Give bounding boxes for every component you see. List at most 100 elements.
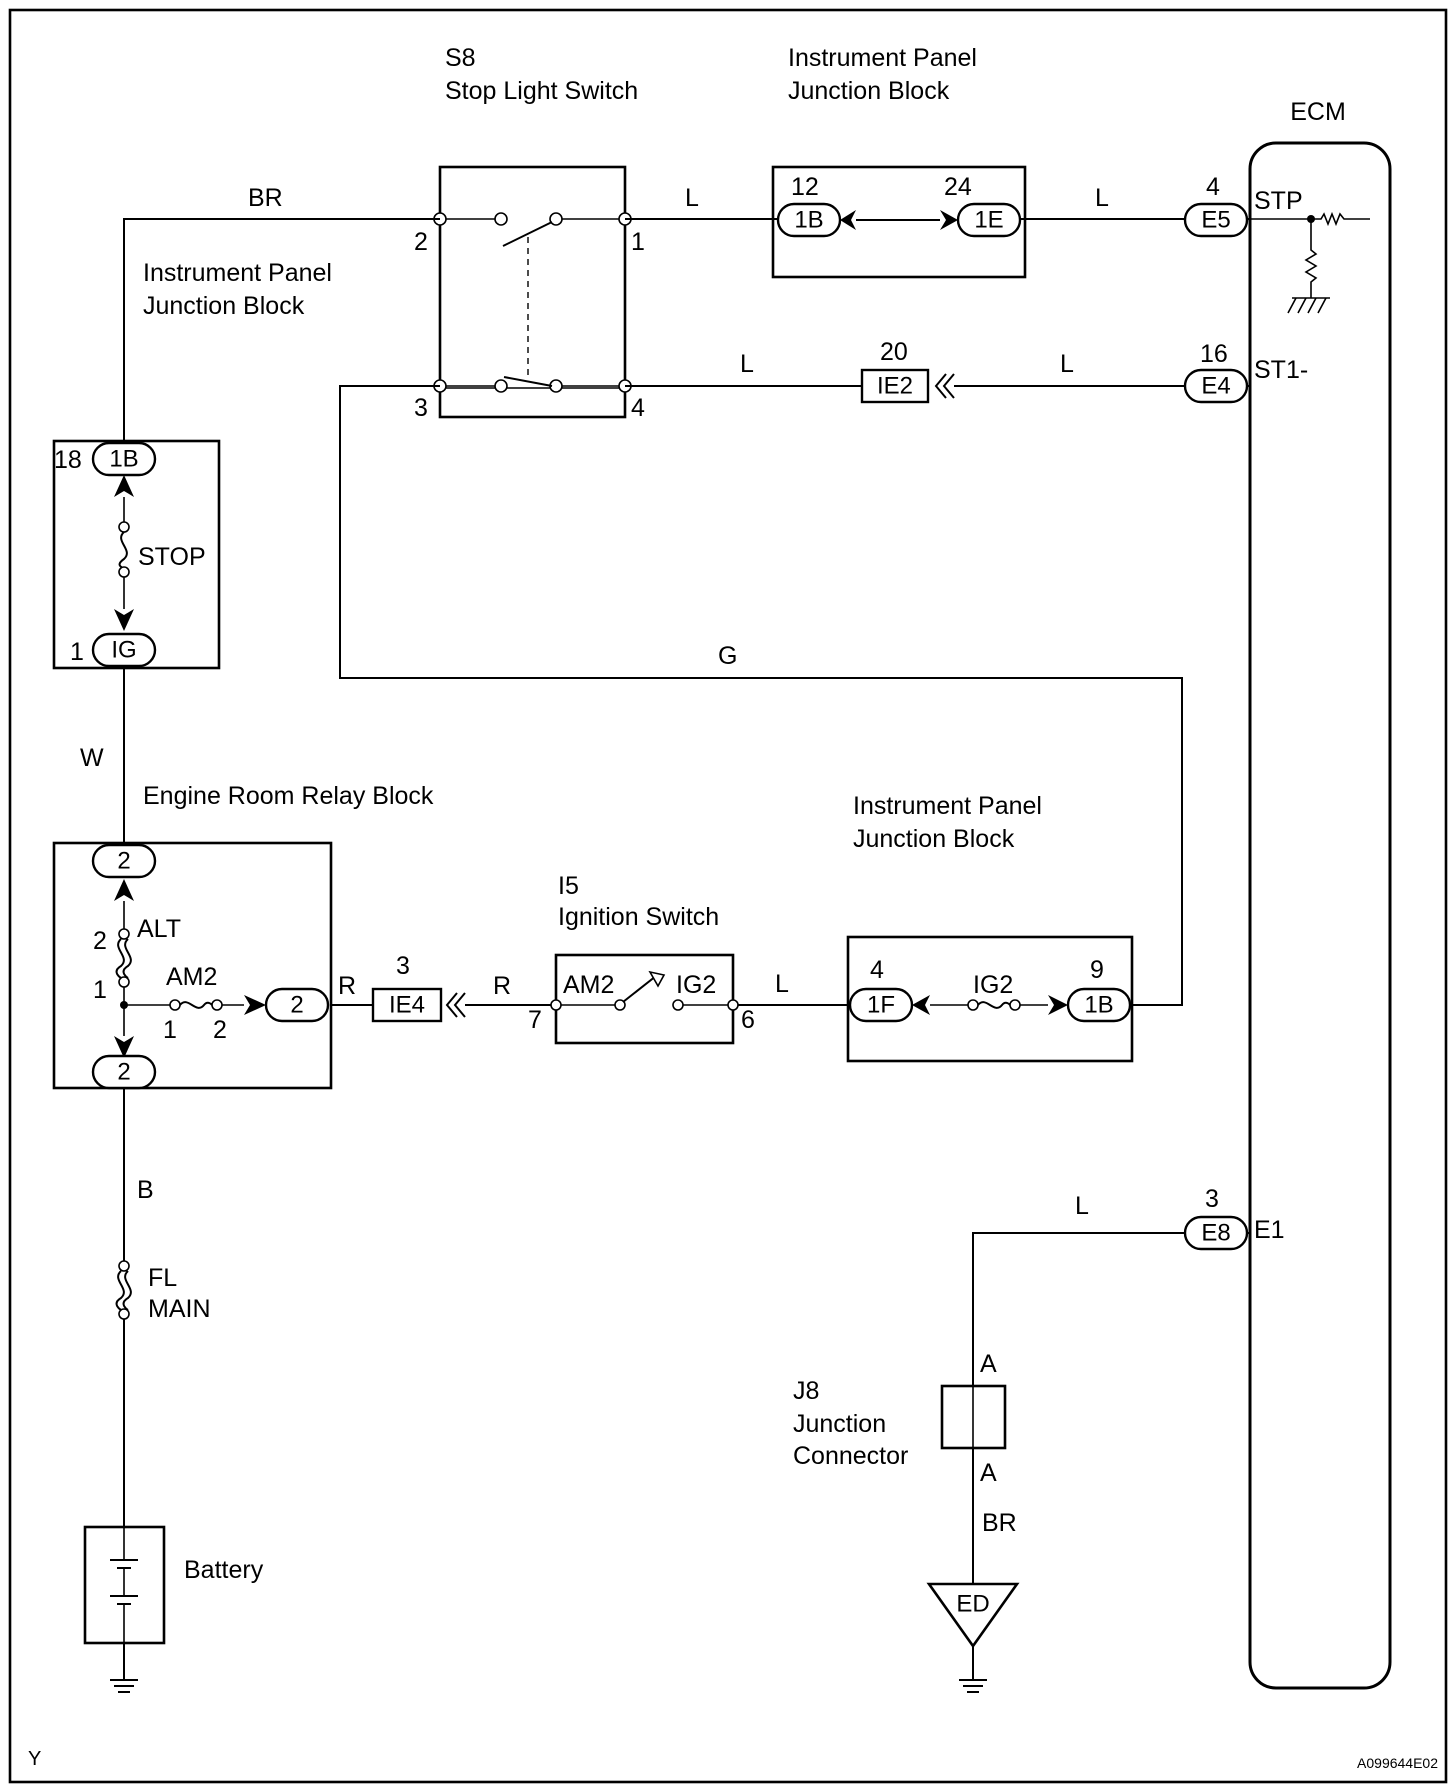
- connector-arrow: [1048, 995, 1068, 1015]
- stop-switch-name: Stop Light Switch: [445, 77, 638, 105]
- ipjb-bottom-line1: Instrument Panel: [853, 792, 1042, 820]
- figure-code: A099644E02: [1357, 1755, 1438, 1771]
- fuse-ig2-label: IG2: [973, 971, 1013, 999]
- wire-color-l-ie2-ecm: L: [1060, 350, 1074, 378]
- ipjb-bottom-line2: Junction Block: [853, 825, 1015, 853]
- ecm-body: [1248, 141, 1392, 1690]
- connector-arrow: [114, 1036, 134, 1058]
- connector-arrow: [114, 475, 134, 497]
- ecm-terminal-st1: ST1-: [1254, 356, 1308, 384]
- ipjb-left: Instrument Panel Junction Block 1B 18 ST…: [52, 259, 332, 670]
- plug-chevron: [934, 373, 947, 399]
- ipjb-bottom-pin-4: 4: [870, 956, 884, 984]
- ignition-pin-7: 7: [528, 1006, 542, 1034]
- wire-color-b: B: [137, 1176, 154, 1204]
- ignition-name: Ignition Switch: [558, 903, 719, 931]
- stop-switch-pin-2: 2: [414, 228, 428, 256]
- connector-arrow: [840, 210, 856, 230]
- ipjb-left-body: [52, 439, 221, 670]
- wire-br-top: [123, 218, 440, 441]
- ignition-terminal-am2: AM2: [563, 971, 614, 999]
- ipjb-top: Instrument Panel Junction Block 1B 1E 12…: [771, 44, 1027, 279]
- am2-pin-1: 1: [163, 1016, 177, 1044]
- svg-text:E8: E8: [1201, 1220, 1230, 1247]
- wire-color-l-e1: L: [1075, 1192, 1089, 1220]
- corner-left-mark: Y: [28, 1748, 41, 1770]
- am2-fuse-icon: [179, 1001, 213, 1009]
- connector-relay-2-right: [264, 987, 330, 1023]
- stop-switch-body: [438, 165, 627, 419]
- ipjb-bottom-body: [846, 935, 1134, 1063]
- engine-room-relay-block: Engine Room Relay Block 2 2 ALT 2 1 AM2 …: [52, 782, 434, 1090]
- ecm-terminal-stp: STP: [1254, 187, 1303, 215]
- battery-label: Battery: [184, 1556, 264, 1584]
- stop-light-switch: S8 Stop Light Switch 2 1 3 4: [414, 44, 645, 422]
- fuse-am2-label: AM2: [166, 963, 217, 991]
- ignition-switch: I5 Ignition Switch AM2 IG2 7 6: [528, 872, 755, 1045]
- svg-text:IE2: IE2: [877, 373, 913, 400]
- connector-arrow: [244, 995, 266, 1015]
- ipjb-top-pin-24: 24: [944, 173, 972, 201]
- stop-switch-pin-3: 3: [414, 394, 428, 422]
- junction-pin-a-top: A: [980, 1350, 997, 1378]
- ipjb-top-line2: Junction Block: [788, 77, 950, 105]
- junction-code: J8: [793, 1377, 819, 1405]
- ie2-pin-20: 20: [880, 338, 908, 366]
- ground-point-ed: ED: [926, 1582, 1020, 1649]
- stop-switch-lower-contact: [503, 376, 553, 387]
- ipjb-top-pin-12: 12: [791, 173, 819, 201]
- svg-text:2: 2: [117, 1059, 130, 1086]
- ignition-contact-icon: [622, 975, 657, 1003]
- connector-ig: [91, 632, 157, 668]
- wire-color-br-top: BR: [248, 184, 283, 212]
- ecm-terminal-e1: E1: [1254, 1216, 1285, 1244]
- wire-color-l-s8-ie2: L: [740, 350, 754, 378]
- stop-switch-code: S8: [445, 44, 476, 72]
- ignition-body: [554, 953, 735, 1045]
- connector-arrow: [114, 609, 134, 631]
- alt-fusible-link-icon: [115, 938, 132, 979]
- wire-color-r1: R: [338, 972, 356, 1000]
- wire-color-r2: R: [493, 972, 511, 1000]
- ground-point-ed-label: ED: [956, 1591, 989, 1618]
- wire-color-l-ig: L: [775, 970, 789, 998]
- connector-1b-bottom: [1066, 987, 1132, 1023]
- wire-l-e1: [972, 1232, 1185, 1386]
- ignition-terminal-ig2: IG2: [676, 971, 716, 999]
- junction-connector-j8: A A J8 Junction Connector: [793, 1350, 1007, 1487]
- ecm-pin-4: 4: [1206, 173, 1220, 201]
- wire-color-l-jb-ecm: L: [1095, 184, 1109, 212]
- wire-color-g: G: [718, 642, 737, 670]
- stop-switch-upper-contact: [502, 221, 553, 247]
- stop-switch-pin-4: 4: [631, 394, 645, 422]
- ipjb-left-pin-1: 1: [70, 638, 84, 666]
- connector-ie2: [860, 368, 930, 404]
- ecm-pin-16: 16: [1200, 340, 1228, 368]
- ig2-fuse-icon: [977, 1001, 1011, 1009]
- wire-color-l-s8-jb: L: [685, 184, 699, 212]
- connector-arrow: [114, 879, 134, 901]
- ground-point-triangle: [926, 1582, 1020, 1649]
- svg-text:E4: E4: [1201, 373, 1230, 400]
- svg-text:1E: 1E: [974, 207, 1003, 234]
- fl-main-fusible-link-icon: [115, 1270, 132, 1311]
- connector-ie4: [371, 987, 443, 1023]
- connector-arrow: [940, 210, 958, 230]
- ignition-key-tip: [648, 970, 666, 988]
- junction-line1: Junction: [793, 1410, 886, 1438]
- ecm: ECM STP ST1- E1: [1248, 98, 1392, 1690]
- stp-pulldown-resistor: [1304, 219, 1318, 298]
- stop-switch-pin-1: 1: [631, 228, 645, 256]
- ipjb-left-line2: Junction Block: [143, 292, 305, 320]
- svg-text:2: 2: [290, 992, 303, 1019]
- svg-text:1B: 1B: [794, 207, 823, 234]
- svg-text:1B: 1B: [109, 446, 138, 473]
- ecm-pin-3: 3: [1205, 1185, 1219, 1213]
- plug-chevron: [453, 992, 466, 1018]
- svg-text:E5: E5: [1201, 207, 1230, 234]
- stp-pullup-resistor: [1311, 211, 1370, 227]
- junction-line2: Connector: [793, 1442, 908, 1470]
- ground-icon: [110, 1679, 138, 1693]
- svg-text:1B: 1B: [1084, 992, 1113, 1019]
- svg-text:IG: IG: [111, 637, 136, 664]
